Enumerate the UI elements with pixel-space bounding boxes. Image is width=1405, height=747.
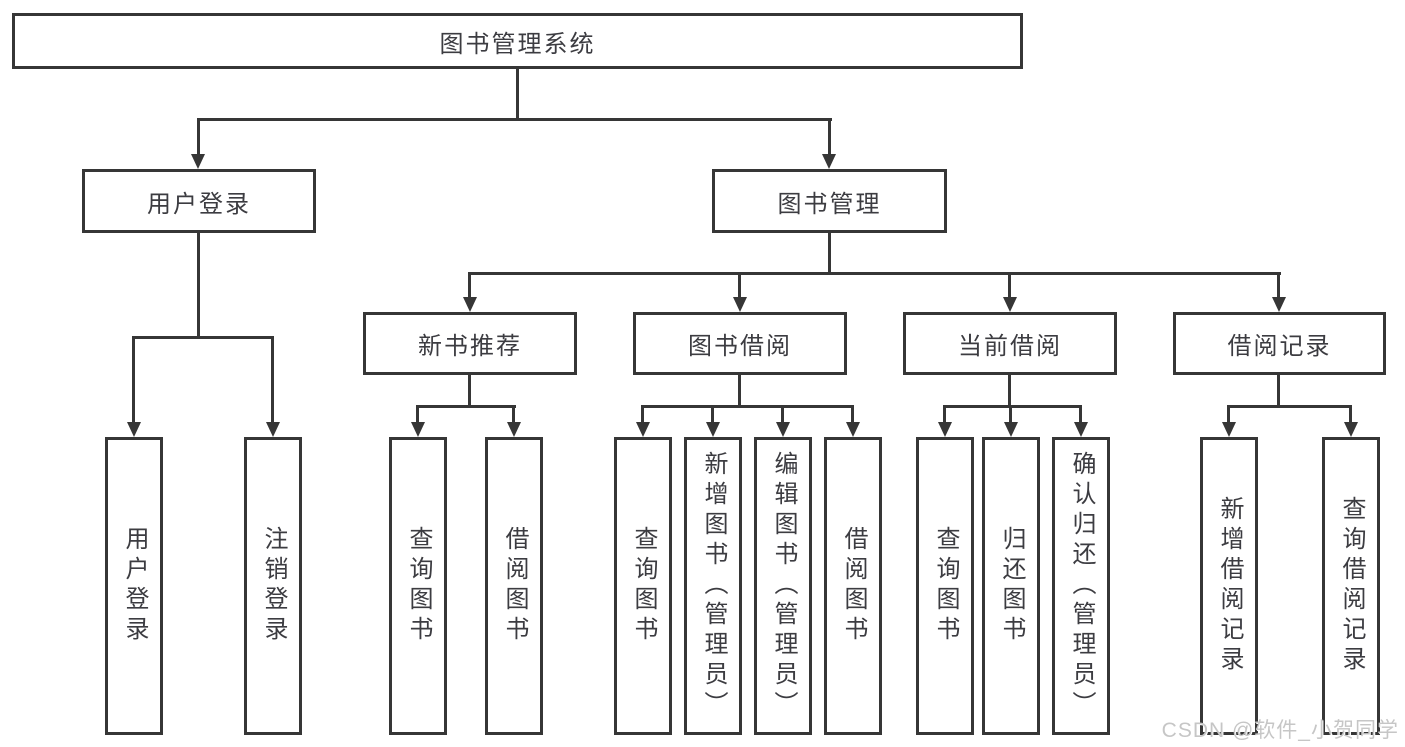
arrowhead-user-login — [191, 154, 205, 169]
arrowhead-book-management — [822, 154, 836, 169]
connector-drop-add-books — [711, 405, 714, 423]
arrowhead-borrow-books-1 — [507, 422, 521, 437]
arrowhead-query-books-2 — [636, 422, 650, 437]
connector-drop-book-management — [828, 118, 831, 156]
node-library-system: 图书管理系统 — [12, 13, 1023, 69]
connector-current-borrowing-stem — [1008, 375, 1011, 407]
connector-current-borrowing-rail — [943, 405, 1082, 408]
arrowhead-edit-books — [776, 422, 790, 437]
connector-drop-borrowing-records — [1277, 272, 1280, 299]
connector-borrowing-records-stem — [1277, 375, 1280, 407]
arrowhead-add-books — [706, 422, 720, 437]
leaf-logout-label: 注销登录 — [260, 526, 287, 646]
leaf-borrow-books-borrowing: 借阅图书 — [824, 437, 882, 735]
arrowhead-book-borrowing — [733, 297, 747, 312]
connector-drop-confirm-return — [1079, 405, 1082, 423]
leaf-add-borrow-record: 新增借阅记录 — [1200, 437, 1258, 735]
connector-drop-query-books-3 — [943, 405, 946, 423]
arrowhead-new-book-recommendation — [463, 297, 477, 312]
leaf-query-borrow-record-label: 查询借阅记录 — [1338, 496, 1365, 676]
node-borrowing-records: 借阅记录 — [1173, 312, 1386, 375]
leaf-confirm-return-admin-label: 确认归还（管理员） — [1068, 451, 1095, 721]
connector-drop-edit-books — [781, 405, 784, 423]
connector-user-login-rail — [132, 336, 274, 339]
arrowhead-query-books-1 — [411, 422, 425, 437]
leaf-query-books-recommend-label: 查询图书 — [405, 526, 432, 646]
leaf-borrow-books-borrowing-label: 借阅图书 — [840, 526, 867, 646]
connector-drop-current-borrowing — [1008, 272, 1011, 299]
arrowhead-borrow-books-2 — [846, 422, 860, 437]
node-new-book-recommendation: 新书推荐 — [363, 312, 577, 375]
connector-level3-rail — [468, 272, 1281, 275]
connector-drop-query-books-2 — [641, 405, 644, 423]
leaf-query-books-borrowing-label: 查询图书 — [630, 526, 657, 646]
node-book-management: 图书管理 — [712, 169, 947, 233]
connector-root-stem — [516, 69, 519, 121]
connector-new-book-rail — [416, 405, 516, 408]
arrowhead-leaf-user-login — [127, 422, 141, 437]
leaf-add-borrow-record-label: 新增借阅记录 — [1216, 496, 1243, 676]
connector-borrowing-records-rail — [1227, 405, 1352, 408]
connector-book-borrowing-rail — [641, 405, 854, 408]
connector-drop-user-login — [197, 118, 200, 156]
leaf-query-borrow-record: 查询借阅记录 — [1322, 437, 1380, 735]
connector-new-book-stem — [468, 375, 471, 407]
connector-drop-add-record — [1227, 405, 1230, 423]
connector-drop-query-books-1 — [416, 405, 419, 423]
leaf-add-books-admin: 新增图书（管理员） — [684, 437, 742, 735]
node-book-borrowing: 图书借阅 — [633, 312, 847, 375]
leaf-borrow-books-recommend: 借阅图书 — [485, 437, 543, 735]
leaf-query-books-borrowing: 查询图书 — [614, 437, 672, 735]
connector-drop-leaf-user-login — [132, 336, 135, 424]
connector-book-borrowing-stem — [738, 375, 741, 407]
leaf-add-books-admin-label: 新增图书（管理员） — [700, 451, 727, 721]
leaf-return-books: 归还图书 — [982, 437, 1040, 735]
arrowhead-leaf-logout — [266, 422, 280, 437]
arrowhead-confirm-return — [1074, 422, 1088, 437]
connector-drop-borrow-books-2 — [851, 405, 854, 423]
leaf-edit-books-admin: 编辑图书（管理员） — [754, 437, 812, 735]
connector-level2-rail — [197, 118, 832, 121]
arrowhead-query-record — [1344, 422, 1358, 437]
leaf-edit-books-admin-label: 编辑图书（管理员） — [770, 451, 797, 721]
leaf-confirm-return-admin: 确认归还（管理员） — [1052, 437, 1110, 735]
leaf-logout: 注销登录 — [244, 437, 302, 735]
connector-user-login-stem — [197, 233, 200, 339]
arrowhead-query-books-3 — [938, 422, 952, 437]
leaf-query-books-current-label: 查询图书 — [932, 526, 959, 646]
arrowhead-current-borrowing — [1003, 297, 1017, 312]
leaf-user-login: 用户登录 — [105, 437, 163, 735]
connector-drop-new-book-recommendation — [468, 272, 471, 299]
leaf-return-books-label: 归还图书 — [998, 526, 1025, 646]
csdn-watermark: CSDN @软件_小贺同学 — [1161, 719, 1399, 742]
leaf-query-books-current: 查询图书 — [916, 437, 974, 735]
connector-drop-book-borrowing — [738, 272, 741, 299]
connector-drop-borrow-books-1 — [512, 405, 515, 423]
arrowhead-add-record — [1222, 422, 1236, 437]
leaf-user-login-label: 用户登录 — [121, 526, 148, 646]
leaf-borrow-books-recommend-label: 借阅图书 — [501, 526, 528, 646]
arrowhead-borrowing-records — [1272, 297, 1286, 312]
node-user-login: 用户登录 — [82, 169, 316, 233]
arrowhead-return-books — [1004, 422, 1018, 437]
connector-drop-query-record — [1349, 405, 1352, 423]
leaf-query-books-recommend: 查询图书 — [389, 437, 447, 735]
node-current-borrowing: 当前借阅 — [903, 312, 1117, 375]
connector-drop-leaf-logout — [271, 336, 274, 424]
connector-drop-return-books — [1009, 405, 1012, 423]
connector-book-management-stem — [828, 233, 831, 275]
